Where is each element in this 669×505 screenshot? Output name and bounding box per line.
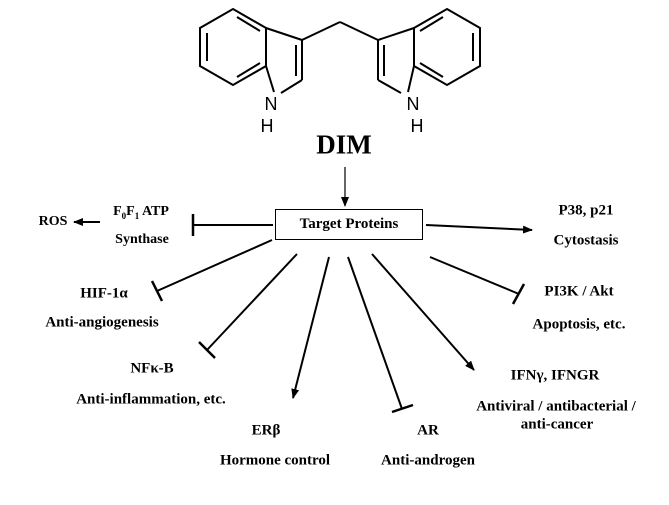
left-pyrrole-c2n <box>280 79 303 94</box>
anti-angiogenesis-label: Anti-angiogenesis <box>45 314 159 331</box>
right-hydrogen-label: H <box>410 116 424 136</box>
cytostasis-label: Cytostasis <box>553 232 619 249</box>
left-benzene-ring <box>199 7 267 87</box>
right-nitrogen-label: N <box>406 94 420 114</box>
bridge-right <box>339 21 379 41</box>
right-benzene-double-bond-1 <box>419 16 444 32</box>
anti-cancer-label: anti-cancer <box>520 416 594 433</box>
dim-molecule-structure <box>199 7 481 94</box>
apoptosis-label: Apoptosis, etc. <box>532 316 626 333</box>
ar-label: AR <box>417 422 439 439</box>
antiviral-label: Antiviral / antibacterial / <box>476 398 636 415</box>
ifn-label: IFNγ, IFNGR <box>510 367 600 384</box>
connectors <box>73 167 533 414</box>
anti-androgen-label: Anti-androgen <box>381 452 475 469</box>
molecule-title: DIM <box>316 129 372 160</box>
bridge-left <box>301 21 341 41</box>
inhibit-ar-bar <box>391 403 414 414</box>
right-benzene-ring <box>413 7 481 87</box>
arrow-to-p38 <box>425 224 533 234</box>
inhibit-nfkb-bar <box>198 341 216 359</box>
atp-synthase-line1: F0F1 ATP <box>113 205 169 221</box>
atp-f1-subscript: 1 <box>134 210 140 221</box>
inhibit-pi3k-line <box>429 256 520 295</box>
atp-f0-letter: F <box>113 204 122 220</box>
anti-inflammation-label: Anti-inflammation, etc. <box>76 391 226 408</box>
nfkb-label: NFκ-B <box>130 360 174 377</box>
hif-label: HIF-1α <box>80 285 128 302</box>
pi3k-label: PI3K / Akt <box>544 283 614 300</box>
atp-f0-subscript: 0 <box>121 210 127 221</box>
left-pyrrole-nc7a <box>265 65 275 93</box>
inhibit-ar-line <box>347 256 403 410</box>
right-benzene-double-bond-3 <box>419 62 444 78</box>
ros-label: ROS <box>38 214 68 229</box>
inhibit-hif-line <box>156 239 273 292</box>
atp-f1-letter: F <box>126 204 135 220</box>
right-pyrrole-c3 <box>377 27 415 41</box>
left-pyrrole-c3 <box>265 27 303 41</box>
right-pyrrole-nc7a <box>407 65 415 93</box>
right-pyrrole-c2n <box>377 79 402 94</box>
hormone-control-label: Hormone control <box>219 452 331 469</box>
atp-atp-text: ATP <box>139 204 169 220</box>
left-benzene-double-bond-3 <box>236 62 261 78</box>
arrow-to-er <box>291 256 330 399</box>
target-proteins-label: Target Proteins <box>299 216 399 232</box>
p38-label: P38, p21 <box>558 202 614 219</box>
left-nitrogen-label: N <box>264 94 278 114</box>
er-beta-label: ERβ <box>251 422 281 439</box>
left-benzene-double-bond-1 <box>236 16 261 32</box>
target-proteins-box: Target Proteins <box>275 209 423 240</box>
inhibit-nfkb-line <box>206 253 298 351</box>
arrow-to-ifn <box>371 253 475 371</box>
inhibit-hif-bar <box>150 280 164 302</box>
inhibit-pi3k-bar <box>511 283 526 305</box>
left-hydrogen-label: H <box>260 116 274 136</box>
atp-synthase-line2: Synthase <box>115 232 169 247</box>
